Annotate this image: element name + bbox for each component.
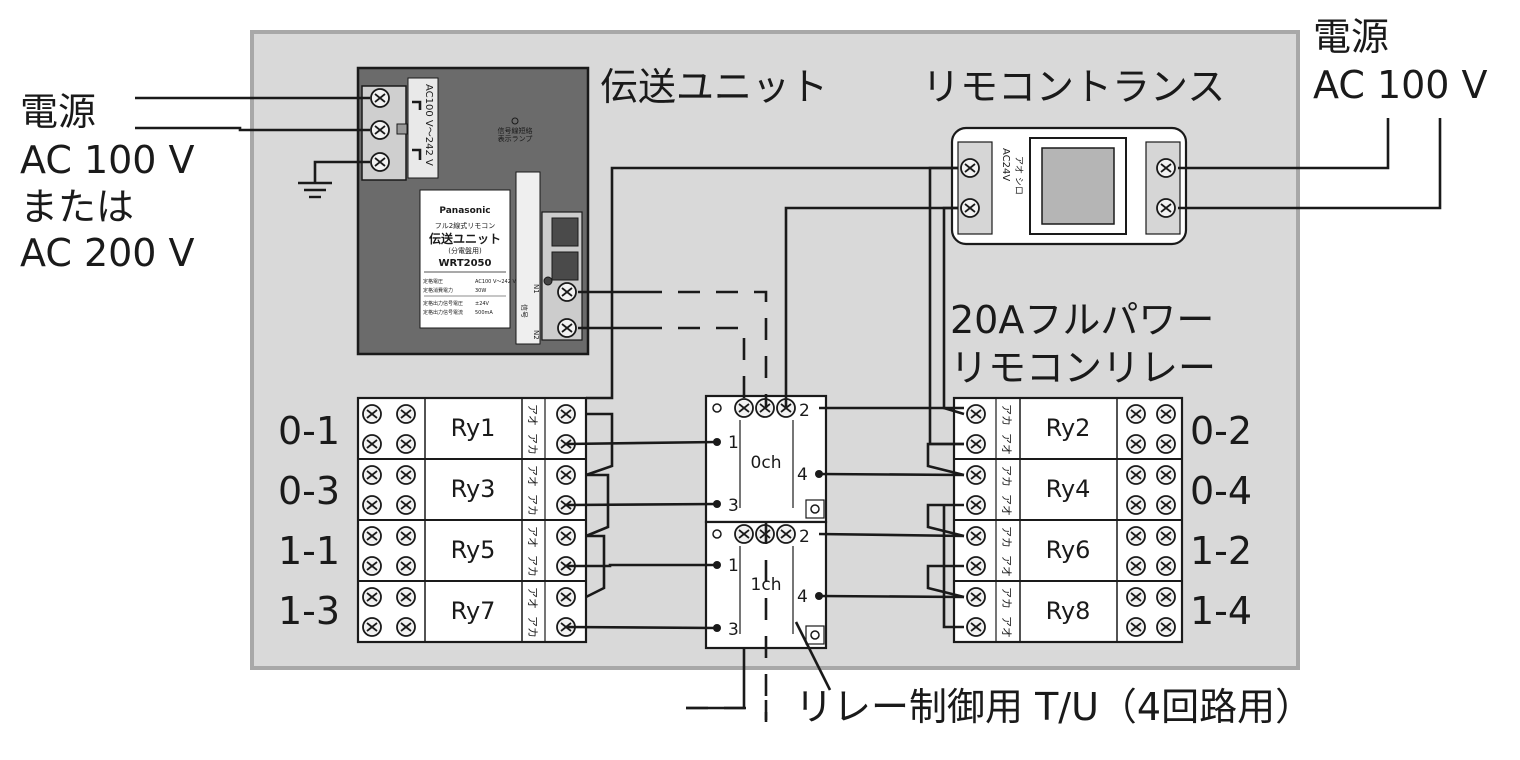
ch0-pin-1: 1 [728,433,739,453]
ch1-label: 1ch [751,575,782,595]
relay-tu-label: リレー制御用 T/U（4回路用） [795,685,1313,729]
ch1-pin-1: 1 [728,556,739,576]
wire-label-aka-3: アカ [526,555,539,577]
r-wire-label-aka-3: アカ [1000,526,1013,548]
r-wire-label-aka-1: アカ [1000,404,1013,426]
relay-title-line1: 20Aフルパワー [950,298,1214,342]
power-left-line4: AC 200 V [20,231,195,275]
signal-label: 信号 [520,304,529,318]
spec-3-name: 定格出力信号電流 [423,309,463,316]
r-wire-label-ao-4: アオ [1000,616,1013,638]
relay-id-0-4: 0-4 [1190,469,1252,513]
power-left-line3: または [20,185,134,229]
relay-name-ry2: Ry2 [1046,414,1091,442]
r-wire-label-aka-2: アカ [1000,465,1013,487]
remote-transformer-label: リモコントランス [922,65,1225,109]
spec-3-value: 500mA [475,310,493,316]
unit-type: (分電盤用) [448,246,482,255]
relay-name-ry1: Ry1 [451,414,496,442]
relay-name-ry7: Ry7 [451,597,496,625]
transformer-color-label: アオ シロ [1013,156,1024,195]
relay-name-ry5: Ry5 [451,536,496,564]
lamp-label-2: 表示ランプ [498,134,533,143]
unit-subtitle: フル2線式リモコン [435,221,495,230]
relay-name-ry4: Ry4 [1046,475,1091,503]
ch0-pin-2: 2 [799,401,810,421]
r-wire-label-aka-4: アカ [1000,587,1013,609]
r-wire-label-ao-1: アオ [1000,433,1013,455]
wire-label-aka-2: アカ [526,494,539,516]
wire-label-ao-2: アオ [526,465,539,487]
relay-id-1-2: 1-2 [1190,529,1252,573]
wire-label-ao-3: アオ [526,526,539,548]
n1-label: N1 [532,284,540,294]
ch1-pin-4: 4 [797,587,808,607]
ch0-label: 0ch [751,453,782,473]
wire-label-aka-1: アカ [526,433,539,455]
power-right-line2: AC 100 V [1313,63,1488,107]
transformer-ac24v-label: AC24V [1000,148,1011,181]
spec-0-name: 定格電圧 [423,278,443,285]
relay-id-0-1: 0-1 [278,409,340,453]
power-left-line2: AC 100 V [20,138,195,182]
remote-transformer: AC24V アオ シロ [950,126,1188,246]
power-left-line1: 電源 [20,90,96,134]
relay-name-ry6: Ry6 [1046,536,1091,564]
relay-id-1-1: 1-1 [278,529,340,573]
labels: 電源 AC 100 V または AC 200 V 電源 AC 100 V 伝送ユ… [20,15,1488,729]
ch0-pin-3: 3 [728,496,739,516]
relay-control-tu: 1 2 3 4 0ch 1 2 3 4 1ch [704,394,828,650]
transmission-unit-label: 伝送ユニット [600,65,828,109]
spec-0-value: AC100 V〜242 V [475,279,517,285]
relay-title-line2: リモコンリレー [950,346,1216,390]
spec-2-value: ±24V [475,301,490,307]
relay-id-0-3: 0-3 [278,469,340,513]
wire-label-aka-4: アカ [526,616,539,638]
brand-label: Panasonic [439,206,490,216]
transmission-unit: AC100 V〜242 V 信号線短絡 表示ランプ Panasonic フル2線… [356,66,590,356]
lamp-label-1: 信号線短絡 [498,126,533,135]
relay-id-1-3: 1-3 [278,589,340,633]
r-wire-label-ao-3: アオ [1000,555,1013,577]
ch1-pin-2: 2 [799,527,810,547]
left-relay-block: Ry1 Ry3 Ry5 Ry7 アオ アカ アオ アカ アオ アカ アオ アカ [356,396,588,644]
wire-label-ao-1: アオ [526,404,539,426]
unit-name: 伝送ユニット [429,231,501,246]
relay-name-ry8: Ry8 [1046,597,1091,625]
voltage-range-label: AC100 V〜242 V [423,84,434,166]
right-relay-block: Ry2 Ry4 Ry6 Ry8 アカ アオ アカ アオ アカ アオ アカ アオ [952,396,1184,644]
ch1-pin-3: 3 [728,620,739,640]
r-wire-label-ao-2: アオ [1000,494,1013,516]
spec-1-value: 30W [475,288,486,294]
wire-label-ao-4: アオ [526,587,539,609]
power-right-line1: 電源 [1313,15,1389,59]
unit-model: WRT2050 [439,258,492,269]
wiring [135,96,1442,722]
ch0-pin-4: 4 [797,465,808,485]
spec-2-name: 定格出力信号電圧 [423,300,463,307]
relay-id-0-2: 0-2 [1190,409,1252,453]
n2-label: N2 [532,330,540,340]
relay-name-ry3: Ry3 [451,475,496,503]
relay-id-1-4: 1-4 [1190,589,1252,633]
spec-1-name: 定格消費電力 [423,287,453,294]
